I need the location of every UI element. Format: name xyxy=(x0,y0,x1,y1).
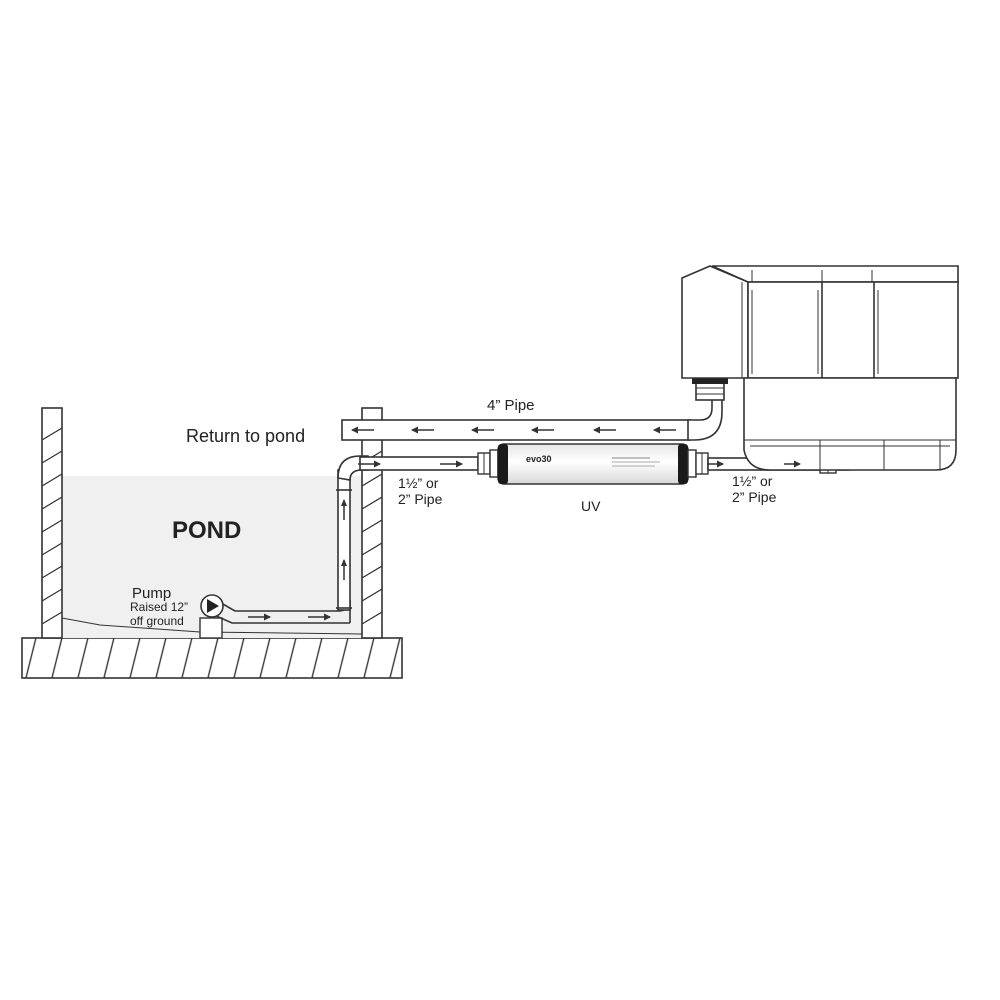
wall-hatch-line xyxy=(41,473,63,487)
label-uv: UV xyxy=(581,498,601,514)
label-pond: POND xyxy=(172,517,241,544)
wall-hatch-line xyxy=(41,496,63,510)
uv-brand-text: evo30 xyxy=(526,454,552,464)
wall-hatch-line xyxy=(361,519,383,533)
flow-arrow xyxy=(308,613,331,621)
wall-hatch-line xyxy=(41,565,63,579)
wall-hatch-line xyxy=(41,542,63,556)
label-pipe-left-2: 2” Pipe xyxy=(398,491,443,507)
label-4in-pipe: 4” Pipe xyxy=(487,397,535,414)
pump-stand xyxy=(199,617,223,639)
flow-arrow xyxy=(341,559,347,580)
pump xyxy=(200,594,224,618)
uv-unit: evo30 xyxy=(497,443,689,485)
label-pump-raised-1: Raised 12” xyxy=(130,600,188,614)
wall-hatch-line xyxy=(361,611,383,625)
label-return-to-pond: Return to pond xyxy=(186,426,305,446)
wall-hatch-line xyxy=(361,542,383,556)
label-pipe-right-1: 1½” or xyxy=(732,473,773,489)
ground-slab xyxy=(21,637,403,679)
wall-hatch-line xyxy=(361,565,383,579)
pond-water xyxy=(61,476,363,638)
flow-arrow xyxy=(411,426,434,434)
pond-wall-left xyxy=(41,407,63,639)
wall-hatch-line xyxy=(41,588,63,602)
flow-arrow xyxy=(351,426,374,434)
flow-arrow xyxy=(707,460,724,468)
riser-flow-arrows xyxy=(341,499,347,580)
pond-wall-right xyxy=(361,407,383,639)
union-right xyxy=(687,449,709,478)
filter-box xyxy=(681,265,959,471)
flow-arrow xyxy=(593,426,616,434)
wall-hatch-line xyxy=(41,450,63,464)
flow-arrow xyxy=(653,426,676,434)
flow-arrow xyxy=(341,499,347,520)
wall-hatch-line xyxy=(41,427,63,441)
label-pipe-left-1: 1½” or xyxy=(398,475,439,491)
flow-arrow xyxy=(358,460,381,468)
label-pipe-right-2: 2” Pipe xyxy=(732,489,777,505)
riser-pipe xyxy=(336,469,352,611)
wall-hatch-line xyxy=(41,611,63,625)
supply-flow-arrows xyxy=(248,460,801,621)
flow-arrow xyxy=(248,613,271,621)
wall-hatch-line xyxy=(361,473,383,487)
wall-hatch-line xyxy=(361,588,383,602)
flow-arrow xyxy=(784,460,801,468)
label-pump: Pump xyxy=(132,585,171,602)
flow-arrow xyxy=(440,460,463,468)
flow-arrow xyxy=(471,426,494,434)
wall-hatch-line xyxy=(41,519,63,533)
label-pump-raised-2: off ground xyxy=(130,614,184,628)
return-flow-arrows xyxy=(351,426,676,434)
return-elbow xyxy=(687,376,728,441)
return-pipe-4in xyxy=(341,419,691,441)
flow-arrow xyxy=(531,426,554,434)
wall-hatch-line xyxy=(361,496,383,510)
union-left xyxy=(477,449,499,478)
